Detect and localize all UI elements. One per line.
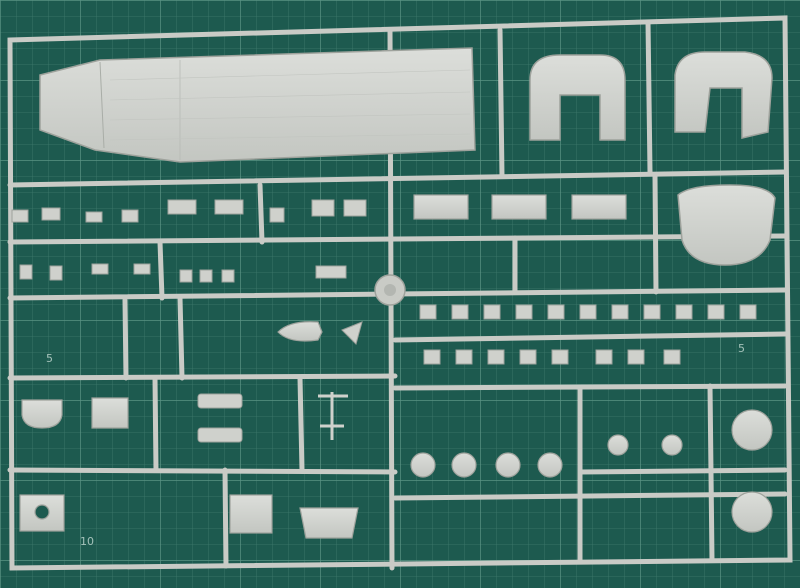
plate-part bbox=[413, 194, 627, 220]
small-part bbox=[11, 199, 367, 283]
pod-part bbox=[277, 321, 363, 345]
small-part bbox=[419, 304, 757, 365]
cupola-part bbox=[21, 397, 129, 429]
disc-part bbox=[410, 409, 773, 533]
sprue-hub bbox=[374, 274, 406, 306]
u-shaped-part bbox=[529, 54, 626, 141]
mat-number: 5 bbox=[738, 342, 745, 355]
flight-deck-part bbox=[39, 47, 476, 163]
gun-mount-part bbox=[197, 392, 348, 443]
shield-part bbox=[677, 184, 776, 266]
mat-number: 5 bbox=[46, 352, 53, 365]
mat-number: 10 bbox=[80, 535, 94, 548]
square-plate-part bbox=[19, 494, 359, 539]
u-shaped-part bbox=[674, 51, 773, 139]
